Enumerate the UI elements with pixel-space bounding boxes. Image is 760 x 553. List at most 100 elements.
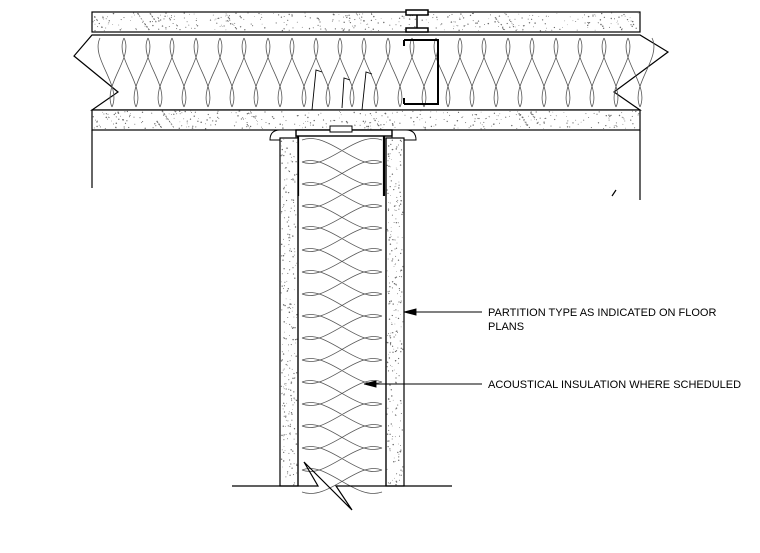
stipple-dot: [338, 117, 340, 119]
stipple-dot: [287, 438, 288, 440]
stipple-dot: [522, 25, 525, 27]
stipple-dot: [376, 123, 379, 125]
stipple-dot: [367, 23, 369, 25]
stipple-dot: [387, 210, 390, 212]
stipple-dot: [390, 423, 392, 425]
stipple-dot: [395, 276, 398, 278]
stipple-dot: [363, 20, 365, 22]
stipple-dot: [288, 379, 290, 381]
stipple-dot: [516, 128, 518, 129]
stipple-dot: [369, 125, 371, 127]
stipple-dot: [391, 366, 393, 367]
stipple-dot: [281, 162, 283, 164]
stipple-dot: [387, 334, 389, 336]
stipple-dot: [112, 123, 115, 125]
stipple-dot: [294, 123, 296, 125]
stipple-dot: [165, 28, 167, 30]
stipple-dot: [369, 122, 371, 124]
stipple-dot: [397, 199, 399, 201]
stipple-dot: [395, 185, 397, 187]
stipple-dot: [393, 310, 395, 311]
stipple-dot: [319, 25, 321, 27]
stipple-dot: [580, 121, 582, 123]
stipple-dot: [637, 12, 639, 14]
stipple-dot: [283, 411, 286, 413]
stipple-dot: [122, 119, 124, 121]
stipple-dot: [360, 22, 362, 24]
stipple-dot: [389, 482, 391, 485]
stipple-dot: [621, 28, 623, 29]
stipple-dot: [353, 111, 355, 114]
stipple-dot: [282, 254, 285, 257]
stipple-dot: [141, 18, 143, 20]
stipple-dot: [396, 200, 398, 203]
stipple-dot: [141, 122, 143, 124]
stipple-dot: [95, 119, 97, 121]
stipple-dot: [290, 250, 293, 253]
stipple-dot: [360, 19, 362, 21]
stipple-dot: [277, 14, 280, 16]
stipple-dot: [397, 293, 399, 295]
stipple-dot: [388, 222, 389, 224]
stipple-dot: [456, 25, 457, 27]
stipple-dot: [292, 474, 295, 476]
stipple-dot: [160, 14, 161, 16]
stipple-dot: [395, 205, 397, 206]
stipple-dot: [394, 209, 395, 211]
stipple-dot: [447, 16, 449, 18]
stipple-dot: [160, 125, 162, 128]
stipple-dot: [283, 446, 285, 448]
stipple-dot: [436, 16, 438, 18]
stipple-dot: [273, 13, 274, 14]
stipple-dot: [387, 153, 390, 155]
stipple-dot: [285, 388, 287, 390]
stipple-dot: [261, 23, 263, 25]
stipple-dot: [509, 26, 511, 28]
stipple-dot: [339, 112, 341, 114]
stipple-dot: [142, 20, 144, 22]
stipple-dot: [462, 15, 464, 17]
stipple-dot: [600, 23, 602, 26]
stipple-dot: [293, 201, 295, 203]
stipple-dot: [290, 160, 292, 162]
stipple-dot: [163, 18, 165, 20]
stipple-dot: [249, 125, 252, 128]
stipple-dot: [390, 166, 392, 168]
stipple-dot: [597, 122, 600, 124]
stipple-dot: [395, 247, 398, 249]
stipple-dot: [191, 112, 192, 113]
stipple-dot: [171, 124, 173, 126]
stipple-dot: [325, 29, 327, 31]
stipple-dot: [399, 340, 401, 342]
stipple-dot: [235, 28, 238, 30]
stipple-dot: [387, 407, 389, 409]
stipple-dot: [364, 114, 366, 116]
stipple-dot: [288, 237, 290, 239]
stipple-dot: [388, 440, 390, 442]
stipple-dot: [123, 17, 125, 19]
stipple-dot: [292, 377, 294, 380]
stipple-dot: [223, 25, 225, 27]
stipple-dot: [594, 14, 596, 16]
stipple-dot: [515, 114, 517, 116]
stipple-dot: [343, 21, 345, 24]
stipple-dot: [392, 479, 393, 481]
stipple-dot: [487, 22, 490, 25]
stipple-dot: [605, 124, 607, 127]
stipple-dot: [287, 233, 289, 235]
stipple-dot: [316, 17, 318, 19]
stipple-dot: [446, 112, 448, 114]
stipple-dot: [608, 114, 610, 116]
stipple-dot: [287, 360, 289, 362]
stipple-dot: [394, 264, 396, 266]
stipple-dot: [597, 22, 599, 24]
stipple-dot: [250, 110, 251, 112]
stipple-dot: [449, 114, 451, 116]
stipple-dot: [398, 184, 400, 186]
stipple-dot: [281, 154, 283, 156]
stipple-dot: [304, 114, 306, 116]
stipple-dot: [338, 20, 340, 22]
stipple-dot: [94, 23, 96, 25]
stipple-dot: [294, 327, 296, 329]
stipple-dot: [289, 459, 291, 461]
